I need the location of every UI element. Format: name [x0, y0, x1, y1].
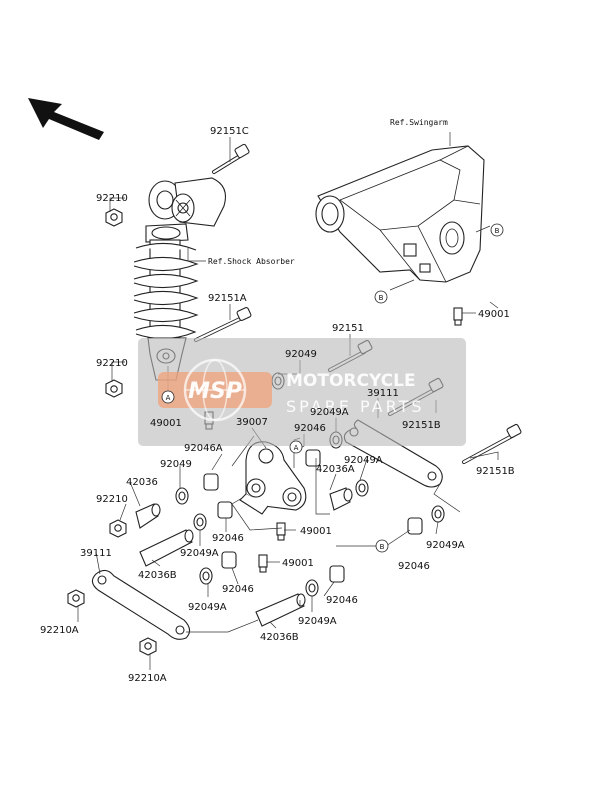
watermark-line2: SPARE PARTS	[286, 397, 425, 416]
label-92151b-lower: 92151B	[476, 466, 515, 477]
watermark: MSP MOTORCYCLE SPARE PARTS	[138, 338, 466, 446]
label-92151c: 92151C	[210, 126, 249, 137]
collar-42036b-lower	[255, 593, 306, 627]
seal-92049a-lower-left	[199, 567, 213, 585]
bearing-92046-left	[217, 501, 233, 519]
label-ref-shock-absorber: Ref.Shock Absorber	[208, 257, 295, 266]
label-39007: 39007	[236, 417, 268, 428]
svg-text:A: A	[166, 394, 171, 402]
label-92046a: 92046A	[184, 443, 223, 454]
label-92210a-left: 92210A	[40, 625, 79, 636]
marker-b-1: B	[490, 223, 504, 237]
marker-b-3: B	[375, 539, 389, 553]
nut-92210-middle	[105, 379, 123, 398]
label-92046-right: 92046	[398, 561, 430, 572]
label-92049a-left: 92049A	[180, 548, 219, 559]
seal-92049a-right	[431, 505, 445, 523]
bearing-92046-right	[407, 517, 423, 535]
grease-nipple-49001-rocker	[276, 522, 286, 541]
seal-92049a-lower-mid	[305, 579, 319, 597]
front-direction-arrow-icon	[28, 98, 104, 140]
shock-spring	[133, 242, 199, 340]
nut-92210-top	[105, 208, 123, 227]
label-92049-top: 92049	[285, 349, 317, 360]
grease-nipple-49001-lower	[258, 554, 268, 573]
bearing-92046-top	[305, 449, 321, 467]
svg-text:B: B	[495, 227, 500, 235]
label-92049a-lower-mid: 92049A	[298, 616, 337, 627]
collar-42036b-upper	[139, 529, 194, 567]
grease-nipple-49001-swingarm	[453, 307, 463, 326]
label-92049a-lower-left: 92049A	[188, 602, 227, 613]
label-92210-lower: 92210	[96, 494, 128, 505]
bolt-92151a	[194, 307, 252, 342]
label-92046-top: 92046	[294, 423, 326, 434]
svg-text:B: B	[379, 294, 384, 302]
nut-92210a-left	[67, 589, 85, 608]
label-92049a-mid: 92049A	[344, 455, 383, 466]
label-42036a: 42036A	[316, 464, 355, 475]
label-ref-swingarm: Ref.Swingarm	[390, 118, 448, 127]
label-92151b-upper: 92151B	[402, 420, 441, 431]
collar-42036a	[329, 487, 353, 511]
label-39111-upper: 39111	[367, 388, 399, 399]
label-92046-left: 92046	[212, 533, 244, 544]
label-39111-lower: 39111	[80, 548, 112, 559]
label-92046-bottom: 92046	[326, 595, 358, 606]
watermark-line1: MOTORCYCLE	[286, 371, 416, 391]
seal-92049-left	[175, 487, 189, 505]
svg-text:B: B	[380, 543, 385, 551]
label-92049a-top: 92049A	[310, 407, 349, 418]
seal-92049a-mid	[355, 479, 369, 497]
label-92046-mid: 92046	[222, 584, 254, 595]
bearing-92046a	[203, 473, 219, 491]
label-92049a-right: 92049A	[426, 540, 465, 551]
collar-42036	[135, 503, 161, 529]
label-42036b-lower: 42036B	[260, 632, 299, 643]
swingarm	[315, 145, 485, 283]
label-92210-middle: 92210	[96, 358, 128, 369]
marker-a-2: A	[289, 440, 303, 454]
label-92151: 92151	[332, 323, 364, 334]
svg-text:A: A	[294, 444, 299, 452]
label-49001-upper: 49001	[150, 418, 182, 429]
label-49001-swingarm: 49001	[478, 309, 510, 320]
shock-absorber	[133, 143, 252, 381]
tie-rod-39111-lower	[91, 569, 191, 640]
label-49001-rocker: 49001	[300, 526, 332, 537]
label-49001-lower: 49001	[282, 558, 314, 569]
label-42036b-upper: 42036B	[138, 570, 177, 581]
bolt-92151c	[212, 143, 250, 174]
label-42036: 42036	[126, 477, 158, 488]
nut-92210-lower	[109, 519, 127, 538]
watermark-logo: MSP	[188, 379, 242, 404]
marker-b-2: B	[374, 290, 388, 304]
marker-a-1: A	[161, 390, 175, 404]
rocker-arm-39007	[239, 441, 307, 515]
bearing-92046-mid	[221, 551, 237, 569]
bearing-92046-bottom	[329, 565, 345, 583]
bolt-92151b-lower	[462, 423, 522, 464]
seal-92049a-left	[193, 513, 207, 531]
label-92049-left: 92049	[160, 459, 192, 470]
nut-92210a-bottom	[139, 637, 157, 656]
label-92210a-bottom: 92210A	[128, 673, 167, 684]
label-92210-top: 92210	[96, 193, 128, 204]
label-92151a: 92151A	[208, 293, 247, 304]
